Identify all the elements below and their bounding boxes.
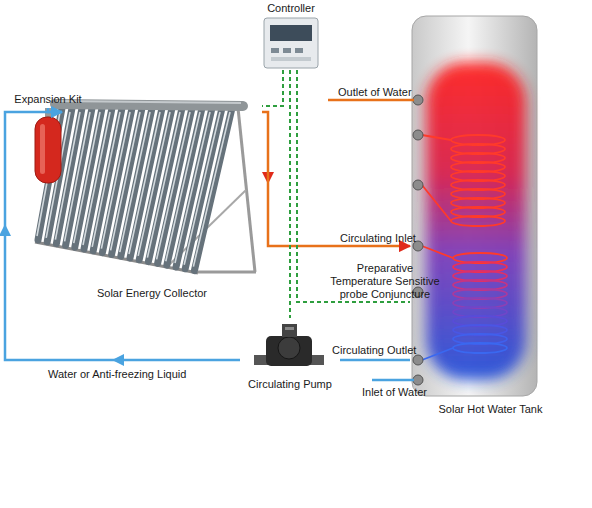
cold-water-inlet-pipe xyxy=(372,379,414,382)
component-label: Solar Energy Collector xyxy=(97,287,207,300)
pump-symbol xyxy=(254,324,324,366)
signal-wire xyxy=(262,70,283,106)
upper-coil xyxy=(422,135,505,226)
controller-strip xyxy=(271,57,311,61)
tank-heat xyxy=(426,62,526,380)
pump-motor xyxy=(278,337,300,359)
frame-leg xyxy=(238,108,255,272)
pipe-connector xyxy=(262,112,410,246)
inlet-label: Inlet of Water xyxy=(362,386,427,399)
controller-screen xyxy=(270,25,312,41)
controller-button xyxy=(271,48,279,53)
probe-label: Preparative Temperature Sensitive probe … xyxy=(326,262,444,301)
vessel-shine xyxy=(40,124,45,174)
vessel-body xyxy=(35,117,61,183)
pump-body xyxy=(266,336,312,366)
circulating-pump-box: Circulating Pump xyxy=(240,318,340,391)
controller-button xyxy=(295,48,303,53)
controller-case xyxy=(264,18,318,68)
hot-water-tank-box: Solar Hot Water Tank xyxy=(410,12,545,416)
pump-terminal-mark xyxy=(285,327,294,330)
expansion-kit: Expansion Kit xyxy=(34,108,62,186)
pipe-connector xyxy=(48,108,62,112)
controller: Controller xyxy=(250,0,332,70)
solar-collector xyxy=(35,101,256,273)
manifold-highlight xyxy=(57,101,241,103)
pipe-label: Circulating Outlet xyxy=(332,344,416,357)
pump-terminal xyxy=(282,324,297,337)
tube-highlights xyxy=(37,112,230,267)
hot-water-tank xyxy=(412,16,537,396)
tank-shell xyxy=(412,16,537,396)
pump-stub xyxy=(254,355,268,365)
component-label: Solar Hot Water Tank xyxy=(439,403,543,416)
controller-device xyxy=(264,18,318,68)
signal-wire xyxy=(289,70,291,318)
pipe-connector xyxy=(5,112,240,360)
pipe-connector xyxy=(340,359,410,362)
component-label: Controller xyxy=(267,2,315,15)
pump-stub xyxy=(310,355,324,365)
expansion-vessel xyxy=(35,108,61,183)
frame-foot xyxy=(198,271,256,274)
hot-water-outlet-pipe xyxy=(328,99,414,102)
lower-coil xyxy=(422,246,507,360)
pipe-label: Circulating Inlet xyxy=(340,232,416,245)
controller-button xyxy=(283,48,291,53)
component-label: Circulating Pump xyxy=(248,378,332,391)
component-label: Expansion Kit xyxy=(14,93,81,106)
vacuum-tubes xyxy=(38,108,232,271)
outlet-label: Outlet of Water xyxy=(338,86,412,99)
solar-collector-box: Solar Energy Collector xyxy=(62,100,262,300)
header-manifold xyxy=(55,104,243,106)
pipe-label: Water or Anti-freezing Liquid xyxy=(48,368,186,381)
